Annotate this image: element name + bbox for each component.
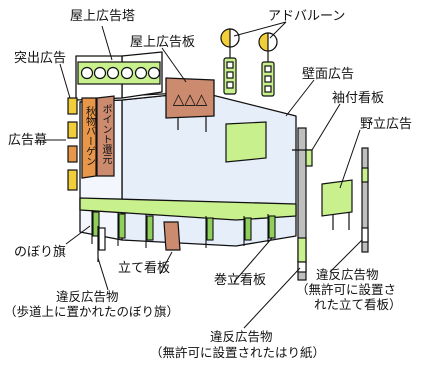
- wall-ad-panel: [225, 121, 267, 163]
- tower-circle: [80, 66, 94, 80]
- label-violation-paper-1: 違反広告物: [210, 329, 273, 344]
- label-violation-stand-3: れた立て看板）: [314, 297, 402, 312]
- label-attached-sign: 袖付看板: [332, 91, 385, 106]
- illegal-poster: [297, 261, 307, 273]
- building-nobori-flags: [91, 210, 276, 248]
- label-rooftop-tower: 屋上広告塔: [70, 9, 136, 24]
- building-green-band: [79, 197, 297, 221]
- label-wall-ad: 壁面広告: [302, 67, 355, 82]
- label-nobori-flag: のぼり旗: [14, 245, 67, 260]
- standing-sign: [163, 221, 181, 251]
- banner-right: [96, 95, 115, 177]
- label-violation-stand-1: 違反広告物: [316, 267, 379, 282]
- banners: [81, 95, 115, 179]
- rooftop-board: △△△: [165, 77, 215, 132]
- ad-balloon-left: [220, 28, 240, 95]
- label-field-billboard: 野立広告: [360, 117, 413, 132]
- label-violation-stand-2: （無許可に設置さ: [296, 282, 397, 297]
- tower-circle: [120, 66, 134, 80]
- label-violation-nobori-1: 違反広告物: [56, 289, 119, 304]
- banner-right-text: ポイント還元: [100, 104, 112, 164]
- label-ad-balloon: アドバルーン: [268, 9, 346, 24]
- rooftop-tower-sign: [77, 61, 161, 85]
- banner-left: [81, 97, 97, 179]
- label-violation-nobori-2: （歩道上に置かれたのぼり旗）: [4, 304, 180, 319]
- leader-lines: [44, 21, 363, 329]
- tower-circle: [147, 66, 161, 80]
- label-violation-paper-2: （無許可に設置されたはり紙）: [150, 345, 326, 360]
- label-banner: 広告幕: [8, 133, 48, 148]
- tower-circle: [134, 66, 148, 80]
- tower-circle: [93, 66, 107, 80]
- label-projecting-sign: 突出広告: [14, 51, 67, 66]
- label-rooftop-board: 屋上広告板: [130, 35, 196, 50]
- label-standing-sign: 立て看板: [118, 261, 171, 276]
- attached-sign-panel: [305, 149, 313, 167]
- banner-left-text: 秋物バーゲン: [84, 105, 96, 166]
- projecting-sign: [67, 97, 78, 191]
- tower-circle: [106, 66, 120, 80]
- violation-nobori: [97, 226, 106, 262]
- rooftop-board-glyphs: △△△: [173, 90, 208, 108]
- utility-pole: [292, 127, 313, 281]
- ad-balloon-right: [258, 32, 278, 97]
- label-wrapped-sign: 巻立看板: [214, 273, 267, 288]
- field-billboard: [321, 147, 369, 253]
- wrapped-sign-panel: [297, 237, 307, 263]
